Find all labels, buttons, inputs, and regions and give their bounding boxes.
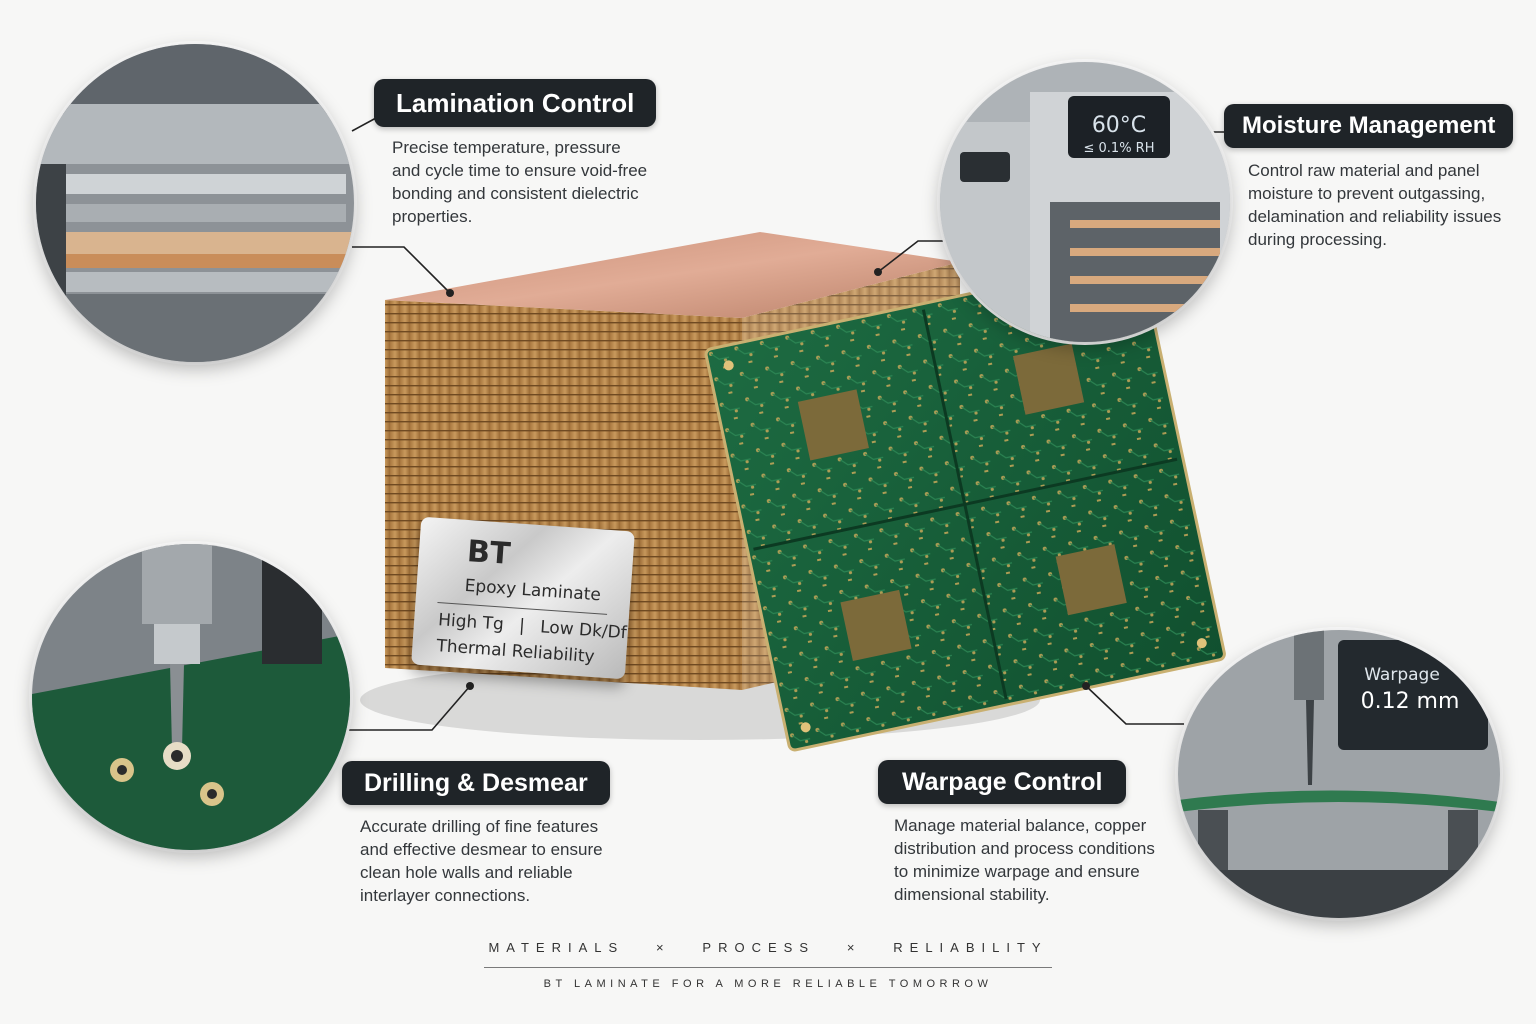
- plaque-separator: |: [518, 615, 526, 637]
- plaque-feature-thermal: Thermal Reliability: [435, 636, 596, 668]
- warpage-desc-line: Manage material balance, copper: [894, 816, 1147, 835]
- footer-slogan: BT LAMINATE FOR A MORE RELIABLE TOMORROW: [543, 978, 993, 990]
- lamination-desc-line: properties.: [392, 207, 473, 226]
- moisture-desc-line: during processing.: [1248, 230, 1387, 249]
- oven-display-rh: ≤ 0.1% RH: [1084, 141, 1155, 156]
- moisture-desc-line: Control raw material and panel: [1248, 161, 1480, 180]
- footer-divider: [484, 967, 1052, 968]
- lamination-control-label: Lamination Control: [374, 79, 657, 127]
- footer-tagline: MATERIALS × PROCESS × RELIABILITY: [488, 940, 1048, 955]
- lamination-press-photo: [36, 44, 354, 362]
- warpage-control-label: Warpage Control: [878, 760, 1127, 804]
- lamination-desc-line: Precise temperature, pressure: [392, 138, 621, 157]
- bt-laminate-plaque: BT Epoxy Laminate High Tg | Low Dk/Df Th…: [411, 516, 635, 680]
- plaque-feature-high-tg: High Tg: [437, 610, 505, 635]
- plaque-feature-low-dk-df: Low Dk/Df: [539, 617, 628, 644]
- plaque-subtitle: Epoxy Laminate: [464, 575, 602, 606]
- lamination-desc-line: and cycle time to ensure void-free: [392, 161, 648, 180]
- drilling-desc-line: and effective desmear to ensure: [360, 840, 603, 859]
- drying-oven-photo: 60°C ≤ 0.1% RH: [940, 62, 1230, 342]
- moisture-desc-line: delamination and reliability issues: [1248, 207, 1502, 226]
- moisture-management-label: Moisture Management: [1224, 104, 1514, 148]
- warpage-monitor-value: 0.12 mm: [1361, 689, 1460, 714]
- oven-display-temp: 60°C: [1092, 113, 1146, 138]
- moisture-management-description: Control raw material and panel moisture …: [1248, 159, 1501, 251]
- warpage-measurement-photo: Warpage 0.12 mm: [1178, 630, 1500, 918]
- drilling-desc-line: interlayer connections.: [360, 886, 531, 905]
- drilling-desc-line: clean hole walls and reliable: [360, 863, 573, 882]
- lamination-control-description: Precise temperature, pressure and cycle …: [392, 136, 647, 228]
- warpage-desc-line: dimensional stability.: [894, 885, 1050, 904]
- drilling-desc-line: Accurate drilling of fine features: [360, 817, 599, 836]
- lamination-desc-line: bonding and consistent dielectric: [392, 184, 639, 203]
- warpage-control-description: Manage material balance, copper distribu…: [894, 814, 1155, 906]
- warpage-monitor-label: Warpage: [1364, 665, 1440, 685]
- drilling-desmear-label: Drilling & Desmear: [342, 761, 610, 805]
- drilling-desmear-description: Accurate drilling of fine features and e…: [360, 815, 603, 907]
- drilling-photo: [32, 544, 350, 850]
- moisture-desc-line: moisture to prevent outgassing,: [1248, 184, 1486, 203]
- plaque-title: BT: [465, 534, 512, 572]
- warpage-desc-line: to minimize warpage and ensure: [894, 862, 1140, 881]
- warpage-desc-line: distribution and process conditions: [894, 839, 1155, 858]
